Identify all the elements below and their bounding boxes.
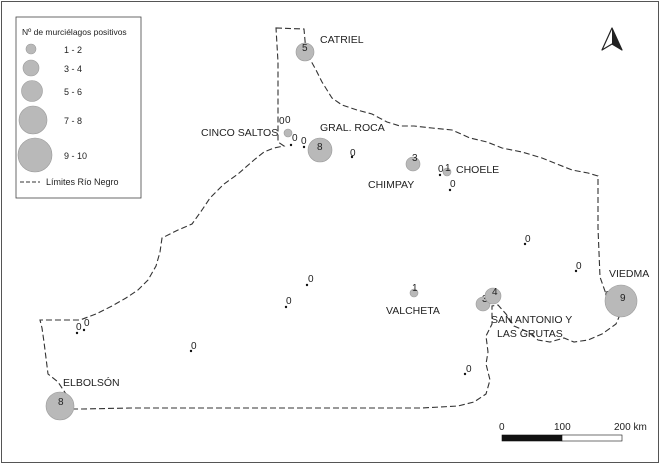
site-dot bbox=[523, 242, 527, 246]
place-bubble-el-bolson bbox=[45, 391, 75, 421]
place-bubble-chimpay bbox=[405, 156, 421, 172]
extra-count: 0 bbox=[191, 341, 197, 352]
extra-count: 0 bbox=[438, 164, 444, 175]
place-count: 1 bbox=[445, 163, 451, 174]
place-bubble-las-grutas bbox=[484, 287, 502, 305]
site-dot bbox=[438, 173, 442, 177]
legend-class-label: 1 - 2 bbox=[64, 45, 82, 55]
extra-count: 0 bbox=[286, 296, 292, 307]
site-dot bbox=[82, 328, 86, 332]
legend-class-label: 9 - 10 bbox=[64, 151, 87, 161]
scale-label: 200 km bbox=[614, 422, 647, 433]
extra-count: 0 bbox=[285, 115, 291, 126]
north-arrow-icon bbox=[601, 27, 623, 51]
legend-symbol-5-6 bbox=[21, 80, 43, 102]
extra-count: 0 bbox=[76, 322, 82, 333]
place-count: 5 bbox=[302, 43, 308, 54]
place-label: VALCHETA bbox=[386, 305, 440, 317]
legend-class-label: 5 - 6 bbox=[64, 87, 82, 97]
place-bubble-gral-roca bbox=[307, 137, 333, 163]
place-bubble-valcheta bbox=[409, 288, 419, 298]
place-label: LAS GRUTAS bbox=[497, 328, 563, 340]
place-label: ELBOLSÓN bbox=[63, 376, 120, 389]
place-bubble-cinco-saltos bbox=[283, 128, 293, 138]
legend-boundary-label: Límites Río Negro bbox=[46, 177, 119, 187]
site-dot bbox=[574, 269, 578, 273]
place-label: CATRIEL bbox=[320, 34, 364, 46]
place-count: 8 bbox=[317, 142, 323, 153]
legend-symbol-1-2 bbox=[25, 43, 37, 55]
scale-label: 0 bbox=[499, 422, 505, 433]
site-dot bbox=[305, 283, 309, 287]
place-count: 0 bbox=[279, 116, 285, 127]
extra-count: 0 bbox=[525, 234, 531, 245]
place-bubble-choele bbox=[442, 167, 452, 177]
scale-bar bbox=[501, 434, 623, 442]
place-bubble-catriel bbox=[295, 42, 315, 62]
place-count: 8 bbox=[58, 397, 64, 408]
site-dot bbox=[284, 305, 288, 309]
site-dot bbox=[75, 331, 79, 335]
place-label: CHOELE bbox=[456, 164, 499, 176]
extra-count: 0 bbox=[576, 261, 582, 272]
site-dot bbox=[463, 372, 467, 376]
place-count: 9 bbox=[620, 293, 626, 304]
place-label: CINCO SALTOS bbox=[201, 127, 278, 139]
legend-symbol-3-4 bbox=[22, 59, 40, 77]
extra-count: 0 bbox=[450, 179, 456, 190]
place-label: VIEDMA bbox=[609, 268, 649, 280]
place-count: 1 bbox=[412, 283, 418, 294]
site-dot bbox=[350, 155, 354, 159]
place-bubble-viedma bbox=[604, 284, 638, 318]
extra-count: 0 bbox=[466, 364, 472, 375]
legend-class-label: 7 - 8 bbox=[64, 116, 82, 126]
extra-count: 0 bbox=[301, 136, 307, 147]
site-dot bbox=[302, 145, 306, 149]
extra-count: 0 bbox=[292, 133, 298, 144]
place-label: SAN ANTONIO Y bbox=[491, 314, 572, 326]
scale-label: 100 bbox=[554, 422, 571, 433]
place-label: CHIMPAY bbox=[368, 179, 414, 191]
legend-symbol-7-8 bbox=[18, 105, 48, 135]
place-count: 4 bbox=[492, 287, 498, 298]
extra-count: 3 bbox=[482, 294, 488, 305]
place-label: GRAL. ROCA bbox=[320, 122, 385, 134]
extra-count: 0 bbox=[84, 318, 90, 329]
legend-title: Nº de murciélagos positivos bbox=[22, 27, 127, 37]
extra-count: 0 bbox=[350, 148, 356, 159]
legend-symbol-9-10 bbox=[17, 137, 53, 173]
site-dot bbox=[189, 349, 193, 353]
site-dot bbox=[448, 188, 452, 192]
extra-count: 0 bbox=[308, 274, 314, 285]
legend-class-label: 3 - 4 bbox=[64, 64, 82, 74]
place-count: 3 bbox=[412, 153, 418, 164]
site-dot bbox=[289, 143, 293, 147]
